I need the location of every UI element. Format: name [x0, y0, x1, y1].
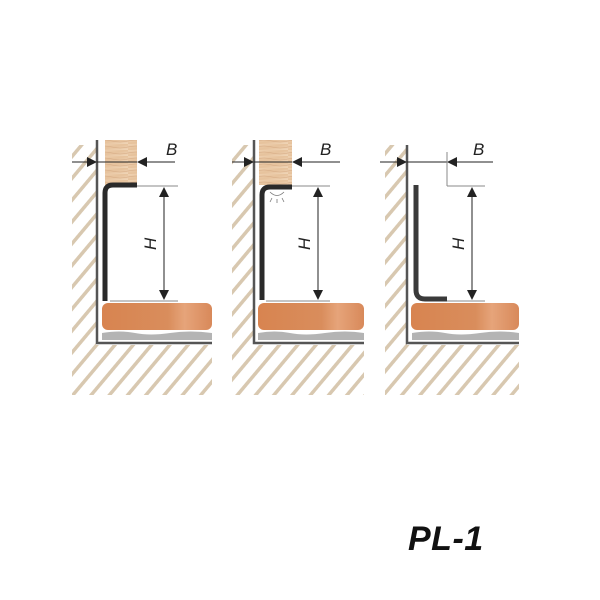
c-profile: [259, 184, 292, 300]
wall-line: [95, 140, 212, 345]
h-label: H: [449, 237, 468, 250]
b-label: B: [166, 140, 177, 159]
floor-hatch: [72, 345, 212, 395]
h-label: H: [295, 237, 314, 250]
floor-hatch: [385, 345, 519, 395]
led-light-icon: [269, 191, 285, 203]
screed-layer: [412, 331, 519, 340]
b-label: B: [320, 140, 331, 159]
brick-tile: [258, 303, 364, 330]
brick-tile: [102, 303, 212, 330]
screed-layer: [258, 331, 364, 340]
l-profile: [413, 185, 447, 302]
screed-layer: [102, 331, 212, 340]
diagram-variant-2: B H: [232, 140, 364, 395]
wall-hatch: [385, 145, 407, 395]
wall-line: [252, 140, 364, 345]
b-label: B: [473, 140, 484, 159]
wall-line: [405, 145, 519, 345]
brick-tile: [411, 303, 519, 330]
diagram-variant-3: B H: [380, 140, 519, 395]
c-profile: [102, 182, 137, 301]
wall-hatch: [232, 145, 254, 395]
h-label: H: [141, 237, 160, 250]
model-label: PL-1: [408, 520, 484, 558]
diagram-variant-1: B H: [72, 140, 212, 395]
floor-hatch: [232, 345, 364, 395]
